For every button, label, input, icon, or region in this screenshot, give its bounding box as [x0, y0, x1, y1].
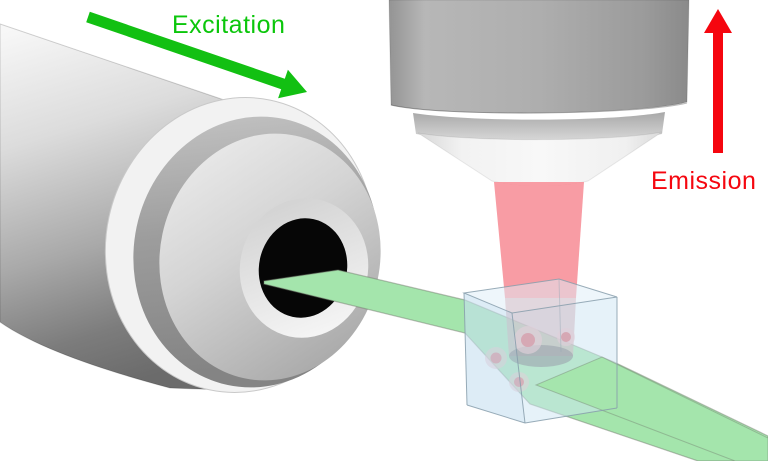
excitation-arrow — [86, 11, 307, 99]
emission-cone-free — [494, 182, 584, 298]
cuvette-left-face — [464, 293, 525, 423]
emission-arrow — [704, 9, 732, 153]
detection-collar — [413, 112, 665, 141]
detection-objective — [388, 0, 690, 187]
light-sheet-exit-segment — [534, 356, 768, 461]
detection-seam — [390, 102, 688, 114]
illumination-objective — [0, 23, 381, 393]
sample-cuvette — [462, 278, 768, 461]
detection-body — [388, 0, 690, 114]
cuvette-edges — [462, 278, 618, 424]
detection-nose-cone — [417, 131, 663, 187]
excitation-label: Excitation — [172, 11, 285, 39]
emission-label: Emission — [651, 167, 756, 195]
